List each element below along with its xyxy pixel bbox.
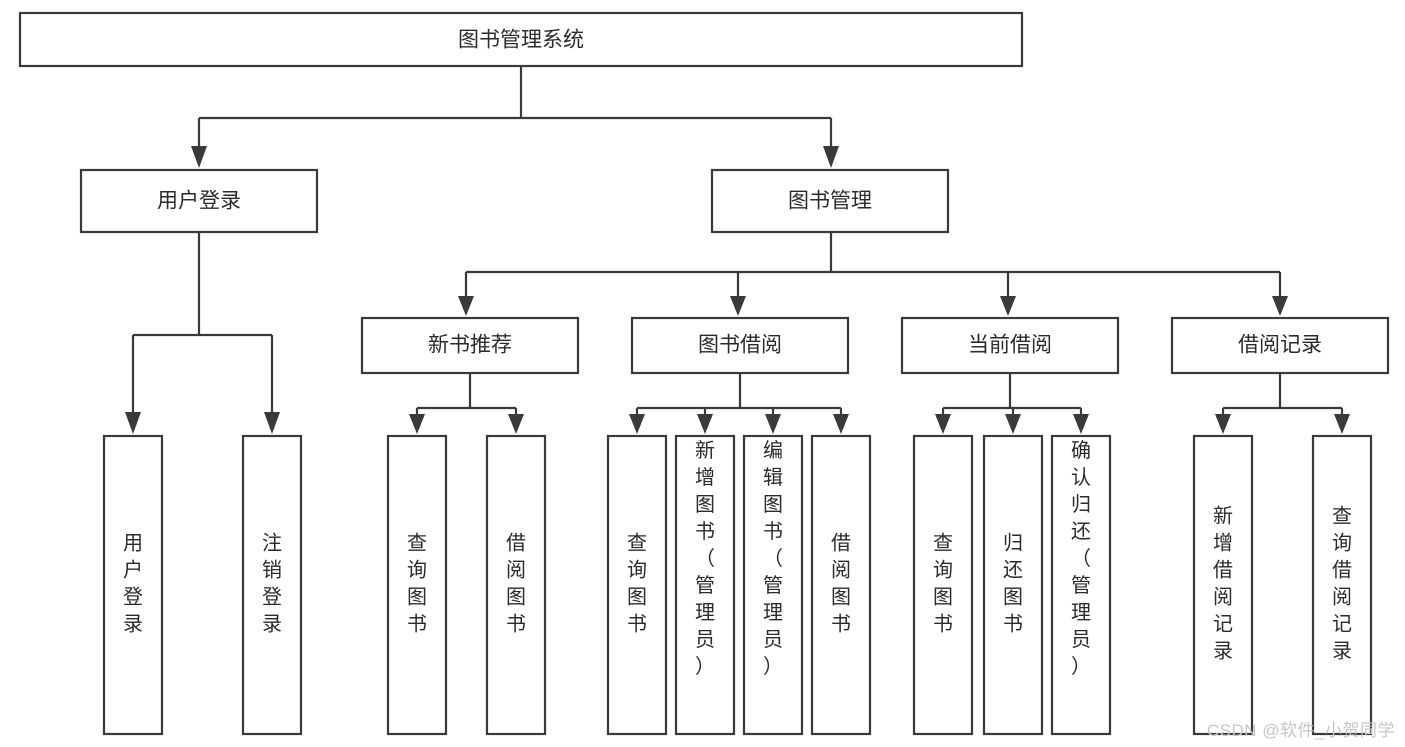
node-leaf-borrow-book-recommend[interactable]: 借阅图书: [485, 434, 547, 736]
arrow-head-leaf-user-logout: [264, 412, 280, 434]
node-leaf-query-book-recommend-box[interactable]: [386, 434, 448, 736]
arrow-head-leaf-add-borrow-record: [1215, 414, 1231, 434]
node-leaf-add-book-admin[interactable]: 新增图书（管理员）: [674, 434, 736, 736]
node-book-manage-box[interactable]: [710, 168, 950, 234]
arrow-head-book-manage: [823, 146, 839, 168]
node-leaf-return-book-label: 归还图书: [1003, 532, 1023, 636]
arrow-head-leaf-query-book-current: [935, 414, 951, 434]
node-user-login-label: 用户登录: [157, 190, 241, 213]
node-leaf-add-borrow-record-box[interactable]: [1192, 434, 1254, 736]
node-book-manage-label: 图书管理: [788, 190, 872, 213]
node-root-box[interactable]: [18, 11, 1024, 68]
node-leaf-query-book-label: 查询图书: [627, 532, 647, 636]
arrow-head-leaf-add-book-admin: [697, 414, 713, 434]
node-leaf-query-book-recommend-label: 查询图书: [407, 532, 427, 636]
arrow-head-leaf-borrow-book-recommend: [508, 414, 524, 434]
node-book-borrow[interactable]: 图书借阅: [630, 316, 850, 375]
node-leaf-borrow-book-recommend-box[interactable]: [485, 434, 547, 736]
node-leaf-query-borrow-record-box[interactable]: [1311, 434, 1373, 736]
arrow-head-new-book-recommend: [458, 296, 474, 316]
node-leaf-user-logout-box[interactable]: [241, 434, 303, 736]
node-leaf-confirm-return-admin-box[interactable]: [1050, 434, 1112, 736]
node-borrow-record-label: 借阅记录: [1238, 334, 1322, 357]
node-leaf-user-login-box[interactable]: [102, 434, 164, 736]
arrow-head-leaf-borrow-book: [833, 414, 849, 434]
node-leaf-add-borrow-record[interactable]: 新增借阅记录: [1192, 434, 1254, 736]
arrow-head-leaf-query-borrow-record: [1334, 414, 1350, 434]
arrow-head-current-borrow: [1000, 296, 1016, 316]
connector-group-book-borrow: [629, 373, 849, 434]
node-leaf-user-login-label: 用户登录: [123, 533, 143, 636]
arrow-head-borrow-record: [1272, 296, 1288, 316]
node-root-label: 图书管理系统: [458, 29, 584, 52]
node-leaf-query-borrow-record-label: 查询借阅记录: [1332, 505, 1352, 663]
node-leaf-edit-book-admin-label: 编辑图书（管理员）: [763, 439, 783, 678]
arrow-head-book-borrow: [730, 296, 746, 316]
node-root[interactable]: 图书管理系统: [18, 11, 1024, 68]
node-leaf-query-book-recommend[interactable]: 查询图书: [386, 434, 448, 736]
connector-group-user-login: [125, 232, 280, 434]
node-user-login-box[interactable]: [79, 168, 319, 234]
node-book-borrow-label: 图书借阅: [698, 334, 782, 357]
node-leaf-user-login[interactable]: 用户登录: [102, 434, 164, 736]
node-leaf-borrow-book-box[interactable]: [810, 434, 872, 736]
arrow-head-leaf-user-login: [125, 412, 141, 434]
connector-group-book-manage: [458, 232, 1288, 316]
node-leaf-query-book[interactable]: 查询图书: [606, 434, 668, 736]
node-new-book-recommend-box[interactable]: [360, 316, 580, 375]
node-current-borrow-label: 当前借阅: [968, 334, 1052, 357]
node-leaf-add-borrow-record-label: 新增借阅记录: [1213, 505, 1233, 663]
node-leaf-confirm-return-admin[interactable]: 确认归还（管理员）: [1050, 434, 1112, 736]
node-new-book-recommend[interactable]: 新书推荐: [360, 316, 580, 375]
node-leaf-query-book-current[interactable]: 查询图书: [912, 434, 974, 736]
node-leaf-borrow-book-recommend-label: 借阅图书: [506, 532, 526, 636]
node-leaf-return-book-box[interactable]: [982, 434, 1044, 736]
node-borrow-record-box[interactable]: [1170, 316, 1390, 375]
arrow-head-leaf-query-book-recommend: [409, 414, 425, 434]
node-leaf-add-book-admin-label: 新增图书（管理员）: [695, 439, 715, 678]
node-leaf-query-book-current-box[interactable]: [912, 434, 974, 736]
node-book-manage[interactable]: 图书管理: [710, 168, 950, 234]
node-leaf-query-borrow-record[interactable]: 查询借阅记录: [1311, 434, 1373, 736]
node-book-borrow-box[interactable]: [630, 316, 850, 375]
node-leaf-query-book-current-label: 查询图书: [933, 532, 953, 636]
arrow-head-leaf-query-book: [629, 414, 645, 434]
node-user-login[interactable]: 用户登录: [79, 168, 319, 234]
node-leaf-return-book[interactable]: 归还图书: [982, 434, 1044, 736]
node-leaf-edit-book-admin-box[interactable]: [742, 434, 804, 736]
node-leaf-borrow-book-label: 借阅图书: [831, 532, 851, 636]
node-leaf-edit-book-admin[interactable]: 编辑图书（管理员）: [742, 434, 804, 736]
arrow-head-leaf-edit-book-admin: [765, 414, 781, 434]
connector-group-borrow-record: [1215, 373, 1350, 434]
node-leaf-query-book-box[interactable]: [606, 434, 668, 736]
node-leaf-borrow-book[interactable]: 借阅图书: [810, 434, 872, 736]
node-current-borrow-box[interactable]: [900, 316, 1120, 375]
connector-group-root: [191, 66, 839, 168]
arrow-head-leaf-confirm-return-admin: [1073, 414, 1089, 434]
arrow-head-leaf-return-book: [1005, 414, 1021, 434]
node-leaf-user-logout[interactable]: 注销登录: [241, 434, 303, 736]
node-leaf-confirm-return-admin-label: 确认归还（管理员）: [1071, 439, 1091, 678]
connector-group-current-borrow: [935, 373, 1089, 434]
arrow-head-user-login: [191, 146, 207, 168]
node-leaf-add-book-admin-box[interactable]: [674, 434, 736, 736]
node-leaf-user-logout-label: 注销登录: [262, 532, 282, 636]
node-new-book-recommend-label: 新书推荐: [428, 334, 512, 357]
connector-group-new-book-recommend: [409, 373, 524, 434]
node-borrow-record[interactable]: 借阅记录: [1170, 316, 1390, 375]
csdn-watermark: CSDN @软件_小贺同学: [1206, 721, 1395, 740]
node-current-borrow[interactable]: 当前借阅: [900, 316, 1120, 375]
